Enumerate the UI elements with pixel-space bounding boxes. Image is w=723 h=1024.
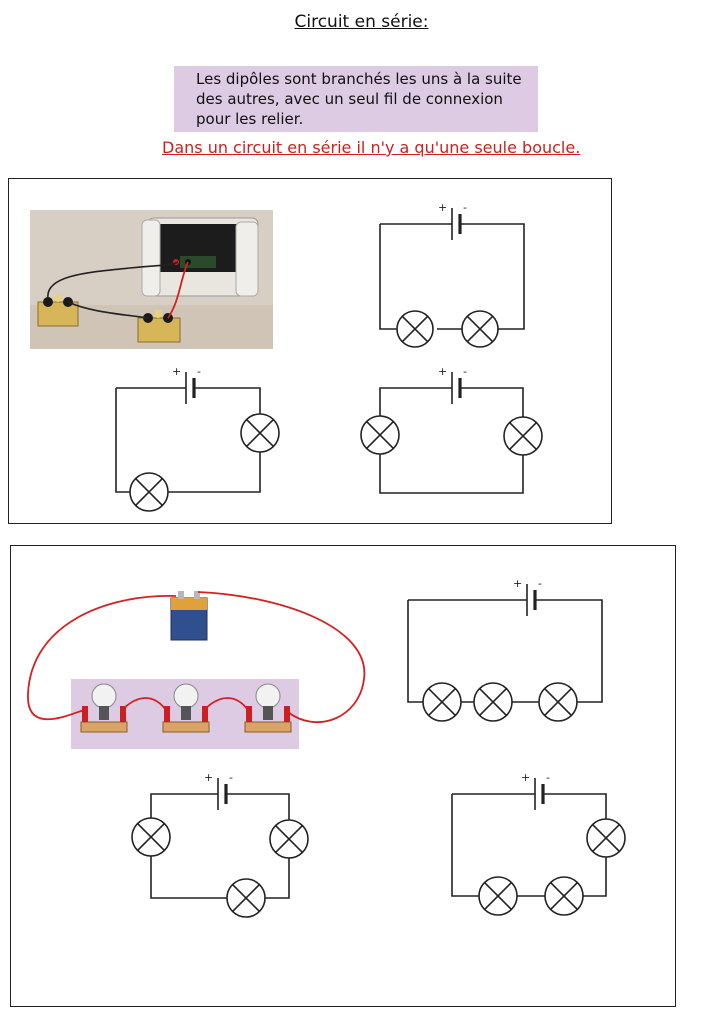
battery-minus-label: - xyxy=(197,365,201,378)
lamp-icon xyxy=(544,876,584,916)
lamp-icon xyxy=(240,413,280,453)
lamp-icon xyxy=(473,682,513,722)
battery-plus-label: + xyxy=(513,577,522,590)
definition-box: Les dipôles sont branchés les uns à la s… xyxy=(174,66,538,132)
bulb-holder-icon xyxy=(80,683,128,733)
battery-icon xyxy=(217,778,228,810)
battery-minus-label: - xyxy=(463,365,467,378)
lamp-icon xyxy=(478,876,518,916)
battery-icon xyxy=(451,372,462,404)
definition-line-1: Les dipôles sont branchés les uns à la s… xyxy=(196,70,522,88)
circuit-series-3-lamps-b: + - xyxy=(131,771,309,918)
lamp-icon xyxy=(269,819,309,859)
photo-generator-two-lamp-holders xyxy=(30,210,273,349)
circuit-series-3-lamps-c: + - xyxy=(451,771,626,916)
definition-line-2: des autres, avec un seul fil de connexio… xyxy=(196,90,503,108)
lamp-icon xyxy=(226,878,266,918)
bulb-holder-icon xyxy=(244,683,292,733)
series-rule-text: Dans un circuit en série il n'y a qu'une… xyxy=(162,138,581,157)
battery-icon xyxy=(534,778,545,810)
battery-minus-label: - xyxy=(546,771,550,784)
lamp-icon xyxy=(503,416,543,456)
illustration-battery-three-bulbs xyxy=(27,591,366,749)
battery-plus-label: + xyxy=(438,365,447,378)
battery-icon xyxy=(451,208,462,240)
battery-minus-label: - xyxy=(229,771,233,784)
circuit-series-3-lamps-a: + - xyxy=(407,577,603,722)
lamp-icon xyxy=(586,818,626,858)
circuit-series-2-lamps-b: + - xyxy=(115,365,280,512)
lamp-icon xyxy=(360,415,400,455)
lamp-icon xyxy=(538,682,578,722)
lamp-icon xyxy=(131,817,171,857)
circuit-series-2-lamps-a: + - xyxy=(379,201,525,348)
lamp-icon xyxy=(422,682,462,722)
page-title: Circuit en série: xyxy=(294,12,429,32)
definition-line-3: pour les relier. xyxy=(196,110,304,128)
battery-icon xyxy=(526,584,537,616)
lamp-icon xyxy=(396,310,434,348)
battery-minus-label: - xyxy=(538,577,542,590)
battery-minus-label: - xyxy=(463,201,467,214)
battery-plus-label: + xyxy=(172,365,181,378)
flat-battery-icon xyxy=(170,591,208,641)
battery-plus-label: + xyxy=(204,771,213,784)
circuit-series-2-lamps-c: + - xyxy=(360,365,543,494)
wire-loop xyxy=(379,223,525,330)
lamp-icon xyxy=(461,310,499,348)
panel-three-lamps xyxy=(10,545,676,1007)
battery-icon xyxy=(185,372,196,404)
battery-plus-label: + xyxy=(438,201,447,214)
battery-plus-label: + xyxy=(521,771,530,784)
lamp-icon xyxy=(129,472,169,512)
bulb-holder-icon xyxy=(162,683,210,733)
